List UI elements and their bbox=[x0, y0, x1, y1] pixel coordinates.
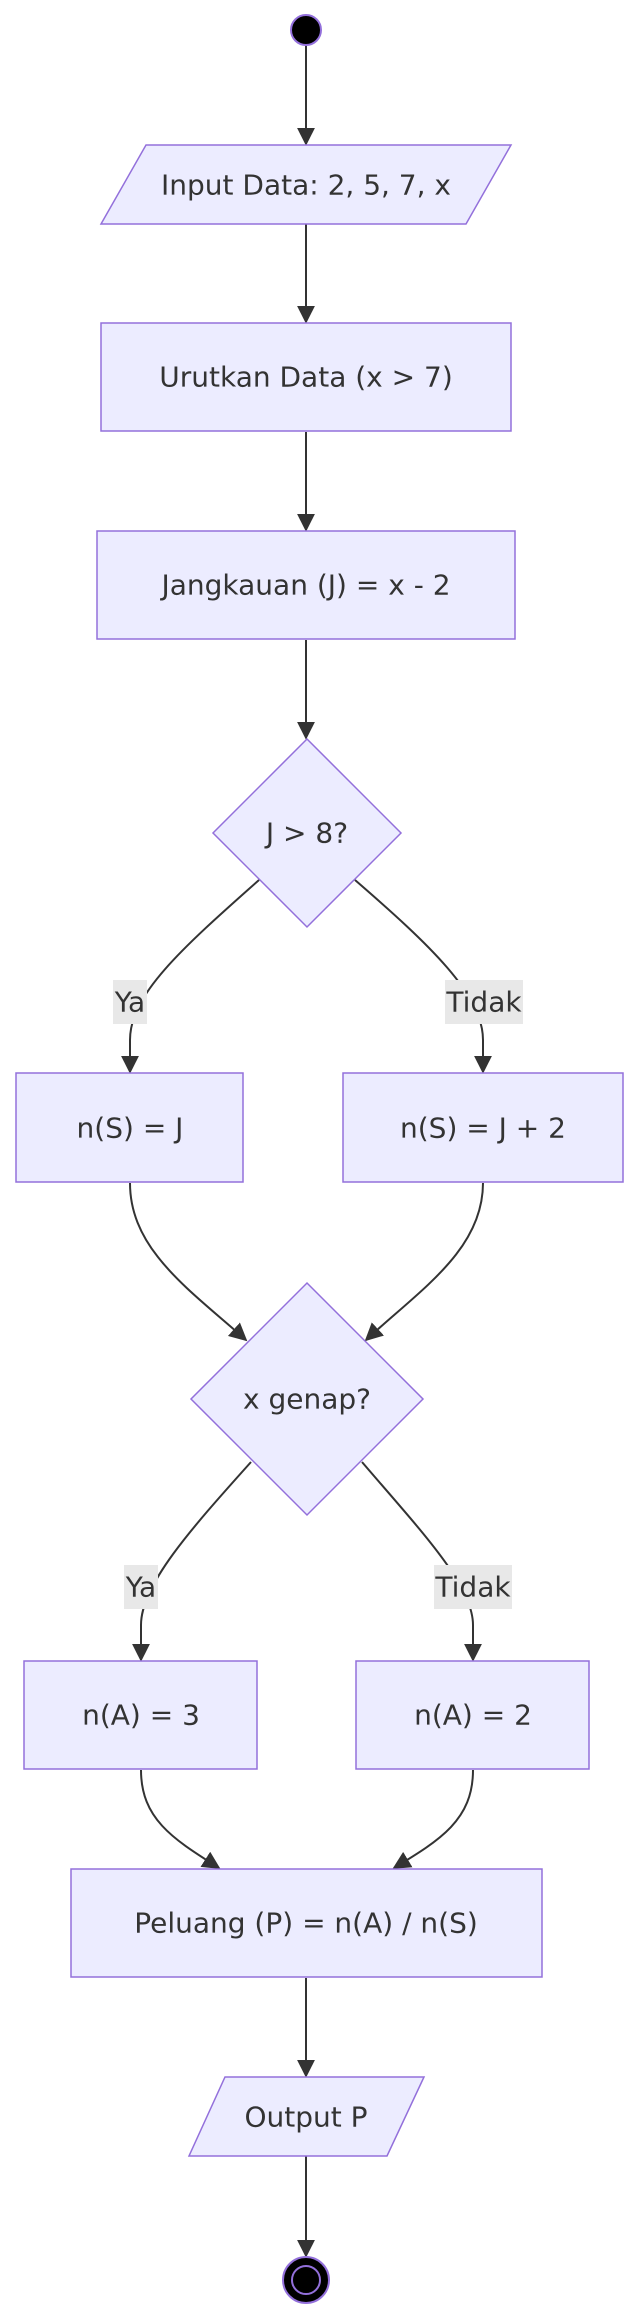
decision1-node bbox=[211, 737, 403, 929]
edge-label-d2-yes: Ya bbox=[125, 1571, 156, 1604]
edge-nsyes-decision2 bbox=[129, 1182, 248, 1342]
label-bg-d1-yes bbox=[113, 980, 147, 1024]
ns-no-node bbox=[342, 1072, 624, 1183]
ns-yes-node-label: n(S) = J bbox=[77, 1112, 184, 1145]
decision2-node-label: x genap? bbox=[243, 1383, 371, 1416]
edge-label-d1-yes: Ya bbox=[114, 986, 145, 1019]
input-node bbox=[99, 144, 513, 225]
ns-yes-node bbox=[15, 1072, 244, 1183]
edge-label-d2-no: Tidak bbox=[434, 1571, 511, 1604]
edge-labels: Ya Tidak Ya Tidak bbox=[113, 980, 523, 1609]
nodes: Input Data: 2, 5, 7, x Urutkan Data (x >… bbox=[15, 14, 624, 2304]
edge-decision1-yes bbox=[121, 879, 260, 1074]
na-no-node bbox=[355, 1660, 590, 1770]
edge-label-d1-no: Tidak bbox=[445, 986, 522, 1019]
edge-decision1-no bbox=[354, 879, 492, 1074]
output-node bbox=[187, 2076, 426, 2157]
na-yes-node bbox=[23, 1660, 258, 1770]
na-yes-node-label: n(A) = 3 bbox=[82, 1699, 200, 1732]
input-node-label: Input Data: 2, 5, 7, x bbox=[161, 169, 451, 202]
label-bg-d2-yes bbox=[124, 1565, 158, 1609]
edge-nayes-prob bbox=[140, 1769, 221, 1869]
range-node bbox=[96, 530, 516, 640]
decision2-node bbox=[189, 1281, 425, 1517]
sort-node bbox=[100, 322, 512, 432]
edges bbox=[121, 44, 492, 2258]
sort-node-label: Urutkan Data (x > 7) bbox=[159, 361, 453, 394]
label-bg-d2-no bbox=[434, 1565, 512, 1609]
ns-no-node-label: n(S) = J + 2 bbox=[400, 1112, 566, 1145]
edge-decision2-yes bbox=[132, 1461, 252, 1662]
probability-node bbox=[70, 1868, 543, 1978]
probability-node-label: Peluang (P) = n(A) / n(S) bbox=[134, 1907, 478, 1940]
end-node-inner bbox=[291, 2265, 321, 2295]
decision1-node-label: J > 8? bbox=[264, 817, 348, 850]
na-no-node-label: n(A) = 2 bbox=[414, 1699, 532, 1732]
start-node bbox=[290, 14, 322, 46]
edge-nsno-decision2 bbox=[364, 1182, 484, 1342]
label-bg-d1-no bbox=[445, 980, 523, 1024]
edge-decision2-no bbox=[361, 1461, 482, 1662]
output-node-label: Output P bbox=[244, 2101, 367, 2134]
range-node-label: Jangkauan (J) = x - 2 bbox=[159, 569, 450, 602]
edge-nano-prob bbox=[392, 1769, 474, 1869]
